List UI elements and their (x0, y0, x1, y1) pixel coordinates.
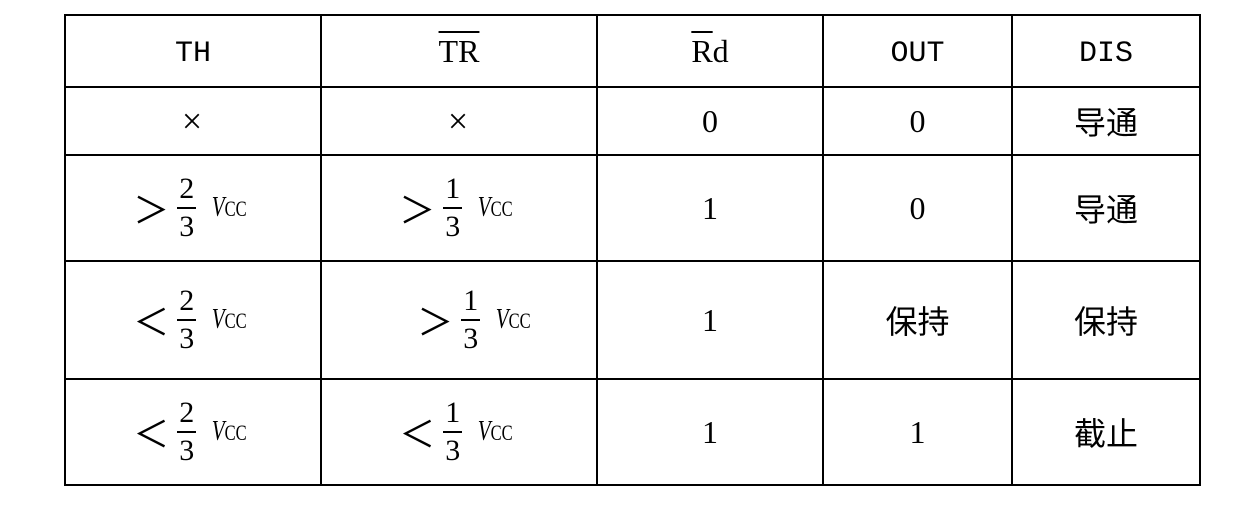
compare-symbol: ＞ (399, 191, 436, 231)
truth-table: TH TR Rd OUT DIS × × 0 0 导通 ＞ 2 3 VCC ＞ (64, 14, 1201, 486)
fraction-denominator: 3 (463, 322, 479, 355)
cell-out: 保持 (822, 260, 1013, 380)
header-out-label: OUT (890, 36, 945, 71)
header-th: TH (64, 14, 322, 88)
fraction-numerator: 2 (177, 398, 197, 433)
cell-dis: 导通 (1011, 154, 1201, 262)
vcc-symbol: VCC (478, 416, 513, 447)
fraction-denominator: 3 (179, 322, 195, 355)
cell-out: 1 (822, 378, 1013, 486)
fraction-numerator: 1 (443, 174, 463, 209)
condition-expression: ＜ 2 3 VCC (133, 398, 252, 466)
fraction: 1 3 (443, 398, 463, 467)
fraction-denominator: 3 (445, 434, 461, 467)
condition-expression: ＞ 1 3 VCC (417, 286, 536, 354)
cell-tr: × (320, 86, 598, 156)
cell-dis-value: 截止 (1073, 415, 1138, 453)
vcc-symbol: VCC (212, 416, 247, 447)
fraction-numerator: 1 (443, 398, 463, 433)
vcc-symbol: VCC (478, 192, 513, 223)
header-tr-label: TR (438, 32, 480, 69)
fraction-denominator: 3 (179, 210, 195, 243)
cell-tr: ＞ 1 3 VCC (320, 154, 598, 262)
cell-out: 0 (822, 86, 1013, 156)
cell-tr: ＞ 1 3 VCC (320, 260, 598, 380)
cell-dis: 导通 (1011, 86, 1201, 156)
condition-expression: ＞ 2 3 VCC (133, 174, 252, 242)
cell-out-value: 1 (909, 413, 926, 450)
condition-expression: ＞ 1 3 VCC (399, 174, 518, 242)
cell-rd: 0 (596, 86, 824, 156)
cell-out-value: 0 (909, 102, 926, 139)
cell-th: ＜ 2 3 VCC (64, 378, 322, 486)
header-rd: Rd (596, 14, 824, 88)
compare-symbol: ＞ (417, 303, 454, 343)
cell-rd-value: 1 (702, 301, 718, 338)
cell-rd-value: 1 (702, 413, 718, 450)
table-row: ＞ 2 3 VCC ＞ 1 3 VCC 1 0 导通 (64, 154, 1201, 262)
fraction-numerator: 2 (177, 174, 197, 209)
fraction: 2 3 (177, 398, 197, 467)
cell-out-value: 保持 (885, 303, 950, 341)
vcc-symbol: VCC (212, 192, 247, 223)
cell-rd: 1 (596, 378, 824, 486)
cell-rd: 1 (596, 154, 824, 262)
cell-th-value: × (181, 101, 203, 141)
cell-th: × (64, 86, 322, 156)
header-tr: TR (320, 14, 598, 88)
cell-rd-value: 0 (702, 102, 718, 139)
compare-symbol: ＜ (399, 415, 436, 455)
header-out: OUT (822, 14, 1013, 88)
cell-rd: 1 (596, 260, 824, 380)
condition-expression: ＜ 1 3 VCC (399, 398, 518, 466)
table-row: ＜ 2 3 VCC ＞ 1 3 VCC 1 保持 保持 (64, 260, 1201, 380)
header-dis-label: DIS (1078, 36, 1133, 71)
header-dis: DIS (1011, 14, 1201, 88)
cell-th: ＜ 2 3 VCC (64, 260, 322, 380)
header-th-label: TH (174, 36, 211, 71)
table-row: ＜ 2 3 VCC ＜ 1 3 VCC 1 1 截止 (64, 378, 1201, 486)
vcc-symbol: VCC (212, 304, 247, 335)
cell-out: 0 (822, 154, 1013, 262)
fraction: 2 3 (177, 286, 197, 355)
cell-out-value: 0 (909, 189, 926, 226)
condition-expression: ＜ 2 3 VCC (133, 286, 252, 354)
header-rd-overlined: R (691, 32, 713, 69)
header-rd-rest: d (712, 32, 729, 69)
fraction: 2 3 (177, 174, 197, 243)
fraction-denominator: 3 (179, 434, 195, 467)
fraction: 1 3 (461, 286, 481, 355)
cell-dis-value: 导通 (1073, 104, 1138, 142)
compare-symbol: ＜ (133, 415, 170, 455)
cell-th: ＞ 2 3 VCC (64, 154, 322, 262)
cell-dis: 截止 (1011, 378, 1201, 486)
fraction-numerator: 1 (461, 286, 481, 321)
cell-dis-value: 导通 (1073, 191, 1138, 229)
vcc-symbol: VCC (496, 304, 531, 335)
cell-tr-value: × (447, 101, 469, 141)
table-row: × × 0 0 导通 (64, 86, 1201, 156)
cell-rd-value: 1 (702, 189, 718, 226)
compare-symbol: ＜ (133, 303, 170, 343)
cell-tr: ＜ 1 3 VCC (320, 378, 598, 486)
fraction-numerator: 2 (177, 286, 197, 321)
compare-symbol: ＞ (133, 191, 170, 231)
fraction: 1 3 (443, 174, 463, 243)
fraction-denominator: 3 (445, 210, 461, 243)
cell-dis-value: 保持 (1073, 303, 1138, 341)
cell-dis: 保持 (1011, 260, 1201, 380)
header-row: TH TR Rd OUT DIS (64, 14, 1201, 88)
